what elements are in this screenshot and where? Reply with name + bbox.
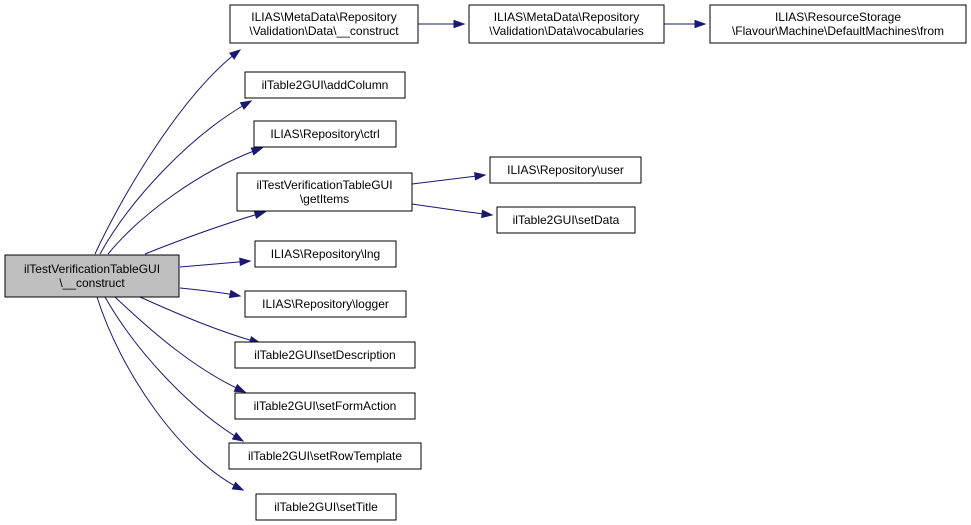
node-setRowTemplate[interactable]: ilTable2GUI\setRowTemplate [228, 442, 422, 470]
node-label-line-1: ILIAS\Repository\lng [271, 247, 380, 261]
edge-line [139, 296, 261, 344]
edge-root-to-setDescription [139, 296, 262, 345]
node-label-line-1: ilTestVerificationTableGUI [24, 262, 160, 276]
node-label-line-1: ilTable2GUI\setFormAction [254, 399, 397, 413]
edge-root-to-getItems [144, 210, 267, 255]
arrowhead-icon [253, 210, 267, 220]
edge-root-to-addColumn [99, 100, 253, 255]
node-label-line-1: ILIAS\Repository\ctrl [270, 127, 379, 141]
node-label-line-2: \Validation\Data\vocabularies [489, 24, 644, 38]
node-box [489, 156, 642, 184]
arrowhead-icon [239, 100, 253, 110]
node-label-line-1: ILIAS\Repository\user [507, 163, 624, 177]
node-md-vocab[interactable]: ILIAS\MetaData\Repository\Validation\Dat… [468, 4, 665, 44]
node-box [244, 71, 406, 99]
node-label-line-1: ilTable2GUI\setTitle [274, 500, 378, 514]
edge-line [411, 174, 486, 185]
node-box [496, 206, 636, 234]
node-box [255, 493, 397, 521]
node-label-line-2: \Flavour\Machine\DefaultMachines\from [732, 24, 944, 38]
edge-line [144, 211, 266, 255]
node-label-line-2: \getItems [300, 192, 349, 206]
node-label-line-1: ILIAS\Repository\logger [262, 297, 389, 311]
node-ctrl[interactable]: ILIAS\Repository\ctrl [253, 120, 397, 148]
edge-line [107, 147, 263, 255]
node-box [709, 4, 967, 44]
edge-root-to-logger [179, 287, 242, 299]
arrowhead-icon [694, 19, 707, 29]
edges-layer [94, 19, 707, 491]
node-box [228, 442, 422, 470]
node-addColumn[interactable]: ilTable2GUI\addColumn [244, 71, 406, 99]
node-box [468, 4, 665, 44]
edge-getItems-to-user [411, 171, 487, 185]
node-md-construct[interactable]: ILIAS\MetaData\Repository\Validation\Dat… [229, 4, 419, 44]
arrowhead-icon [231, 481, 245, 491]
edge-root-to-setTitle [96, 296, 245, 491]
arrowhead-icon [474, 171, 487, 181]
node-label-line-1: ILIAS\MetaData\Repository [494, 10, 639, 24]
node-box [244, 290, 407, 318]
edge-root-to-lng [179, 257, 252, 268]
node-setDescription[interactable]: ilTable2GUI\setDescription [234, 341, 416, 369]
arrowhead-icon [453, 19, 466, 29]
arrowhead-icon [250, 147, 264, 156]
node-label-line-1: ILIAS\MetaData\Repository [251, 10, 396, 24]
node-box [234, 392, 416, 420]
node-label-line-1: ilTable2GUI\setDescription [254, 348, 395, 362]
edge-getItems-to-setData [411, 203, 494, 219]
arrowhead-icon [481, 209, 494, 219]
edge-line [179, 260, 251, 268]
arrowhead-icon [239, 257, 252, 267]
edge-root-to-setFormAction [114, 296, 247, 393]
node-box [4, 254, 180, 298]
edge-root-to-ctrl [107, 147, 264, 255]
node-root[interactable]: ilTestVerificationTableGUI\__construct [4, 254, 180, 298]
node-box [254, 240, 397, 268]
node-label-line-1: ilTable2GUI\setData [513, 213, 620, 227]
arrowhead-icon [228, 289, 242, 299]
node-box [234, 341, 416, 369]
edge-root-to-md-construct [94, 49, 242, 255]
node-user[interactable]: ILIAS\Repository\user [489, 156, 642, 184]
node-setFormAction[interactable]: ilTable2GUI\setFormAction [234, 392, 416, 420]
nodes-layer: ilTestVerificationTableGUI\__constructIL… [4, 4, 967, 521]
edge-md-construct-to-md-vocab [417, 19, 466, 29]
edge-md-vocab-to-rs-from [664, 19, 707, 29]
edge-root-to-setRowTemplate [104, 296, 245, 442]
arrowhead-icon [233, 383, 247, 393]
node-setData[interactable]: ilTable2GUI\setData [496, 206, 636, 234]
arrowhead-icon [231, 431, 245, 442]
node-box [236, 172, 413, 212]
node-box [253, 120, 397, 148]
node-label-line-1: ilTable2GUI\setRowTemplate [248, 449, 402, 463]
edge-line [104, 296, 244, 442]
node-label-line-1: ilTestVerificationTableGUI [256, 178, 392, 192]
arrowhead-icon [229, 49, 242, 60]
edge-line [96, 296, 244, 491]
node-label-line-1: ILIAS\ResourceStorage [775, 10, 901, 24]
node-lng[interactable]: ILIAS\Repository\lng [254, 240, 397, 268]
edge-line [411, 203, 493, 216]
node-logger[interactable]: ILIAS\Repository\logger [244, 290, 407, 318]
node-getItems[interactable]: ilTestVerificationTableGUI\getItems [236, 172, 413, 212]
node-label-line-1: ilTable2GUI\addColumn [262, 78, 389, 92]
node-label-line-2: \__construct [59, 276, 125, 290]
edge-line [114, 296, 246, 393]
node-box [229, 4, 419, 44]
node-rs-from[interactable]: ILIAS\ResourceStorage\Flavour\Machine\De… [709, 4, 967, 44]
edge-line [99, 100, 252, 255]
edge-line [94, 49, 241, 255]
node-setTitle[interactable]: ilTable2GUI\setTitle [255, 493, 397, 521]
node-label-line-2: \Validation\Data\__construct [249, 24, 399, 38]
